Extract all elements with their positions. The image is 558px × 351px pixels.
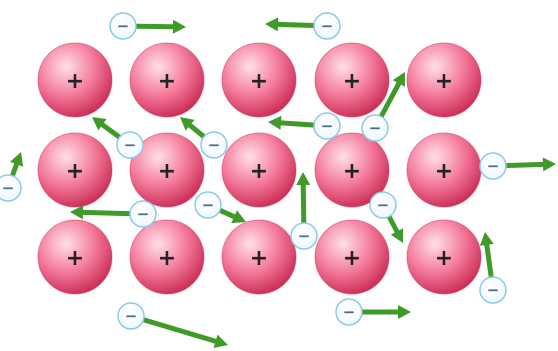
ion-charge-sign: +	[66, 69, 84, 94]
ion-charge-sign: +	[158, 69, 176, 94]
positive-ion: +	[38, 133, 112, 207]
ion-charge-sign: +	[66, 246, 84, 271]
positive-ion: +	[407, 220, 481, 294]
electron-motion-arrow	[221, 210, 246, 223]
electron-charge-sign: −	[321, 117, 334, 135]
free-electron: −	[336, 299, 362, 325]
positive-ion: +	[222, 220, 296, 294]
ion-charge-sign: +	[343, 246, 361, 271]
electron-motion-arrow	[180, 117, 203, 136]
electron-motion-arrow	[137, 20, 186, 34]
electron-motion-arrow	[363, 305, 411, 319]
positive-ion: +	[407, 43, 481, 117]
electron-motion-arrow	[144, 320, 228, 348]
ion-charge-sign: +	[435, 159, 453, 184]
electron-motion-arrow	[480, 232, 494, 276]
ion-charge-sign: +	[158, 159, 176, 184]
electron-motion-arrow	[296, 172, 310, 222]
electron-charge-sign: −	[202, 196, 215, 214]
ion-charge-sign: +	[250, 159, 268, 184]
positive-ion: +	[315, 43, 389, 117]
free-electron: −	[130, 201, 156, 227]
electron-motion-arrow	[10, 152, 23, 175]
electron-charge-sign: −	[2, 179, 15, 197]
free-electron: −	[291, 223, 317, 249]
electron-charge-sign: −	[321, 17, 334, 35]
ion-charge-sign: +	[343, 69, 361, 94]
electron-charge-sign: −	[369, 119, 382, 137]
free-electron: −	[480, 153, 506, 179]
electron-motion-arrow	[390, 217, 404, 243]
electron-motion-arrow	[265, 17, 313, 31]
ion-charge-sign: +	[250, 69, 268, 94]
free-electron: −	[362, 115, 388, 141]
ion-charge-sign: +	[66, 159, 84, 184]
electron-charge-sign: −	[124, 136, 137, 154]
free-electron: −	[370, 192, 396, 218]
electron-charge-sign: −	[298, 227, 311, 245]
ion-charge-sign: +	[250, 246, 268, 271]
ion-charge-sign: +	[343, 159, 361, 184]
free-electron: −	[201, 132, 227, 158]
free-electron: −	[118, 303, 144, 329]
electron-charge-sign: −	[125, 307, 138, 325]
electron-motion-arrow	[92, 117, 119, 137]
electron-charge-sign: −	[377, 196, 390, 214]
electron-motion-arrow	[507, 157, 556, 171]
positive-ion: +	[222, 133, 296, 207]
electron-charge-sign: −	[117, 17, 130, 35]
positive-ion: +	[38, 220, 112, 294]
free-electron: −	[110, 13, 136, 39]
positive-ion: +	[222, 43, 296, 117]
electron-charge-sign: −	[487, 281, 500, 299]
positive-ion: +	[38, 43, 112, 117]
positive-ion: +	[130, 220, 204, 294]
electron-motion-arrow	[268, 116, 313, 130]
positive-ions-layer: + + + + + + + + + + + + + + +	[38, 43, 481, 294]
positive-ion: +	[315, 220, 389, 294]
electron-charge-sign: −	[137, 205, 150, 223]
ion-charge-sign: +	[435, 246, 453, 271]
electron-motion-arrow	[70, 205, 129, 219]
free-electron: −	[314, 113, 340, 139]
electron-charge-sign: −	[343, 303, 356, 321]
positive-ion: +	[130, 43, 204, 117]
free-electron: −	[0, 175, 21, 201]
free-electron: −	[195, 192, 221, 218]
ion-charge-sign: +	[435, 69, 453, 94]
free-electron: −	[117, 132, 143, 158]
ion-charge-sign: +	[158, 246, 176, 271]
free-electron: −	[480, 277, 506, 303]
electron-charge-sign: −	[208, 136, 221, 154]
electron-charge-sign: −	[487, 157, 500, 175]
positive-ion: +	[407, 133, 481, 207]
free-electron: −	[314, 13, 340, 39]
